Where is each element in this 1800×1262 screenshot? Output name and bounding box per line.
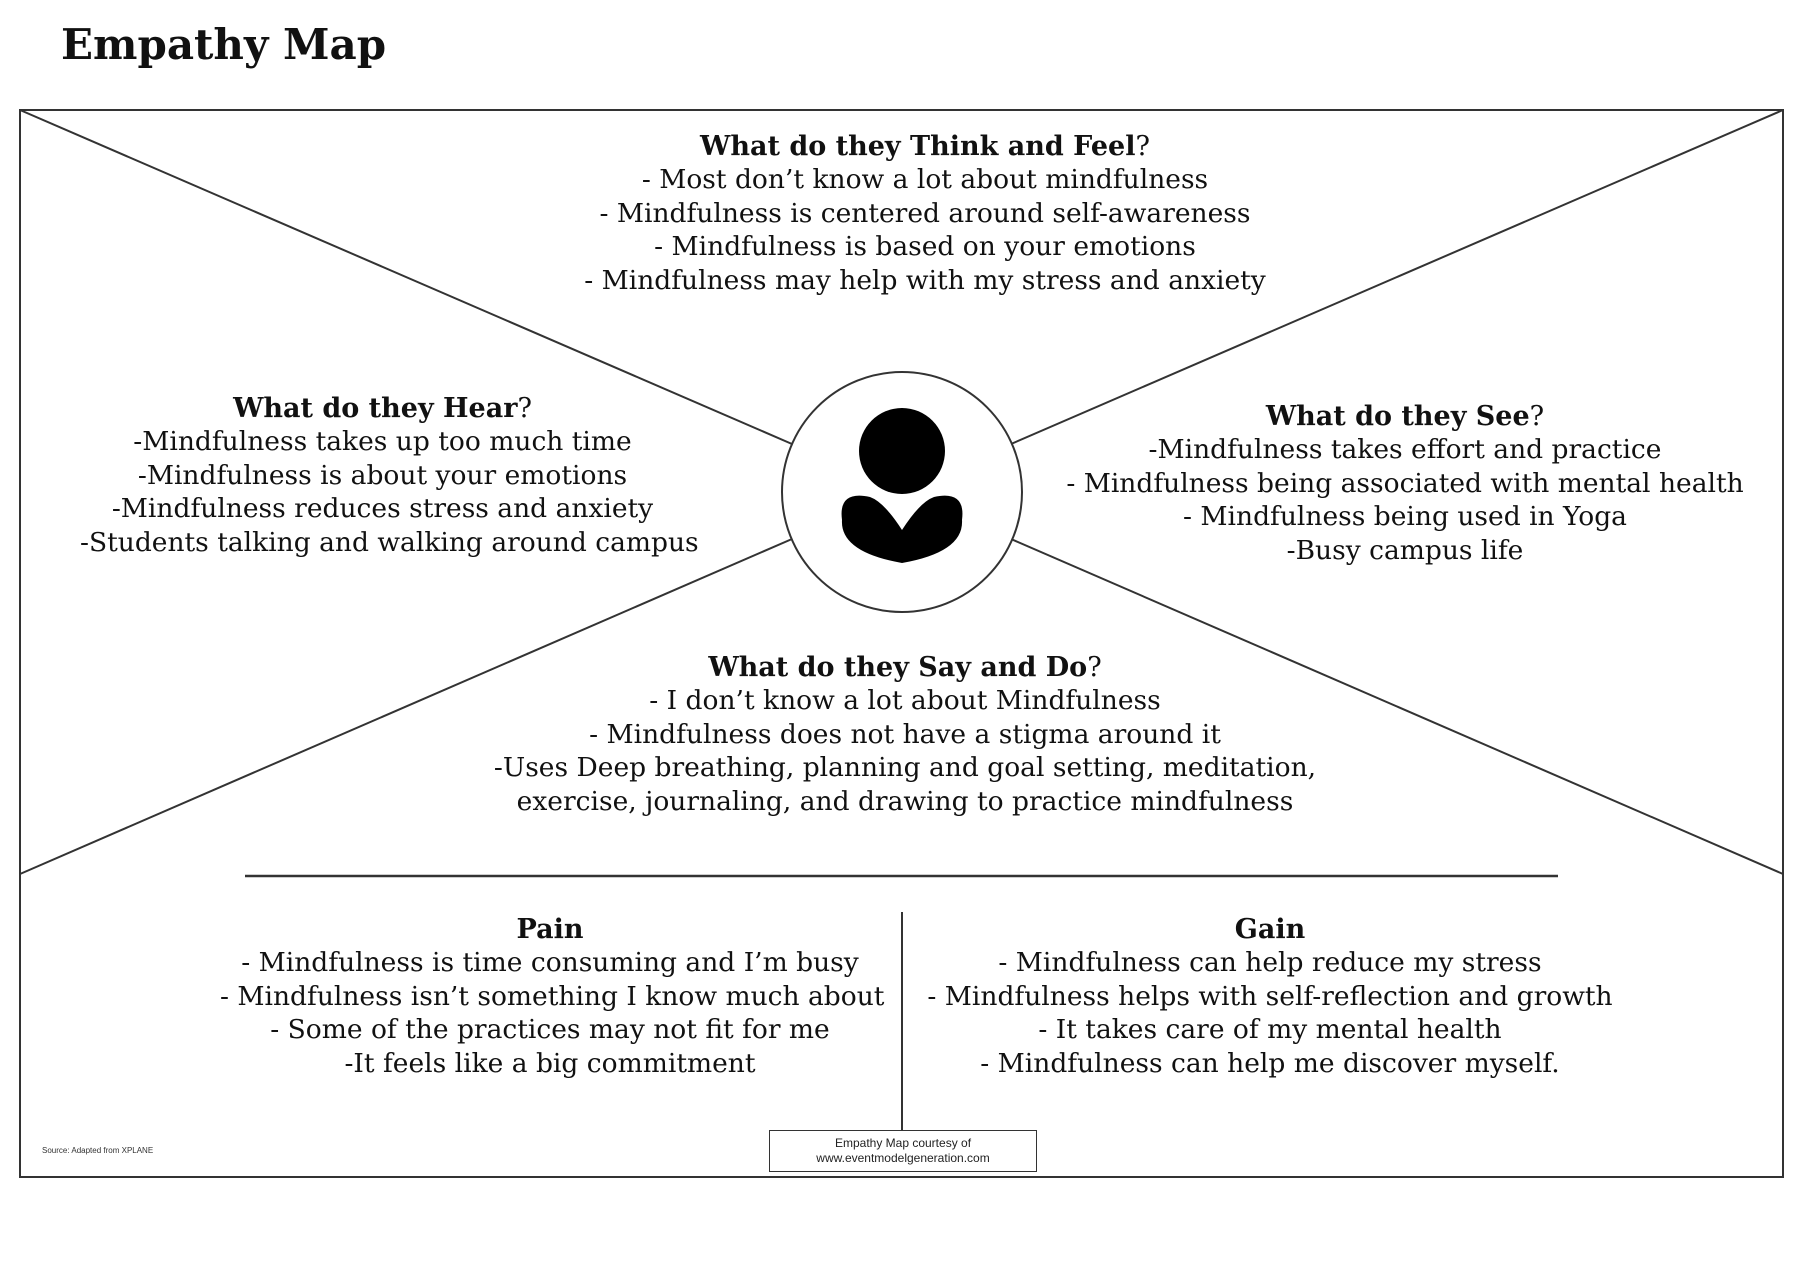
pain-item: - Mindfulness isn’t something I know muc… (220, 980, 885, 1012)
think-feel-item: - Mindfulness may help with my stress an… (584, 264, 1266, 296)
hear-section: What do they Hear? -Mindfulness takes up… (80, 392, 699, 559)
see-item: - Mindfulness being used in Yoga (1183, 501, 1627, 532)
diagonal-bottom-left (19, 538, 793, 875)
pain-item: -It feels like a big commitment (344, 1047, 756, 1079)
hear-heading: What do they Hear? (233, 393, 532, 424)
think-feel-item: - Mindfulness is centered around self-aw… (599, 197, 1251, 229)
say-do-item: - Mindfulness does not have a stigma aro… (589, 718, 1221, 750)
diagonal-top-right (1010, 109, 1784, 445)
gain-item: - Mindfulness can help me discover mysel… (980, 1047, 1560, 1079)
say-do-heading: What do they Say and Do? (708, 652, 1102, 683)
think-feel-item: - Most don’t know a lot about mindfulnes… (641, 164, 1209, 195)
pain-section: Pain - Mindfulness is time consuming and… (220, 913, 885, 1080)
gain-item: - Mindfulness helps with self-reflection… (927, 980, 1613, 1012)
gain-heading: Gain (1234, 914, 1306, 945)
credit-url: www.eventmodelgeneration.com (816, 1151, 990, 1165)
outer-border (19, 109, 1784, 1178)
think-feel-section: What do they Think and Feel? - Most don’… (420, 130, 1430, 297)
diagonal-top-left (19, 109, 793, 445)
see-item: -Busy campus life (1286, 534, 1524, 566)
source-note: Source: Adapted from XPLANE (42, 1146, 154, 1155)
credit-line: Empathy Map courtesy of (834, 1136, 972, 1150)
see-item: -Mindfulness takes effort and practice (1148, 434, 1662, 465)
hear-item: -Mindfulness is about your emotions (137, 459, 628, 491)
see-section: What do they See? -Mindfulness takes eff… (1060, 400, 1750, 567)
gain-item: - It takes care of my mental health (1038, 1014, 1502, 1045)
hear-item: -Students talking and walking around cam… (80, 526, 699, 558)
page-title: Empathy Map (61, 20, 387, 69)
pain-item: - Mindfulness is time consuming and I’m … (241, 947, 859, 978)
gain-section: Gain - Mindfulness can help reduce my st… (920, 913, 1620, 1080)
see-heading: What do they See? (1265, 401, 1545, 432)
say-do-item: exercise, journaling, and drawing to pra… (516, 785, 1294, 817)
hear-item: -Mindfulness takes up too much time (133, 426, 632, 457)
say-do-section: What do they Say and Do? - I don’t know … (460, 651, 1350, 818)
say-do-item: - I don’t know a lot about Mindfulness (649, 685, 1161, 716)
pain-item: - Some of the practices may not fit for … (270, 1014, 830, 1045)
hear-item: -Mindfulness reduces stress and anxiety (111, 493, 654, 524)
user-avatar-icon (781, 371, 1023, 613)
gain-item: - Mindfulness can help reduce my stress (998, 947, 1542, 978)
say-do-item: -Uses Deep breathing, planning and goal … (493, 752, 1317, 783)
diagonal-bottom-right (1010, 538, 1784, 875)
think-feel-heading: What do they Think and Feel? (700, 131, 1150, 162)
see-item: - Mindfulness being associated with ment… (1066, 467, 1744, 499)
think-feel-item: - Mindfulness is based on your emotions (654, 231, 1196, 262)
credit-box: Empathy Map courtesy of www.eventmodelge… (769, 1130, 1037, 1172)
pain-heading: Pain (516, 914, 584, 945)
